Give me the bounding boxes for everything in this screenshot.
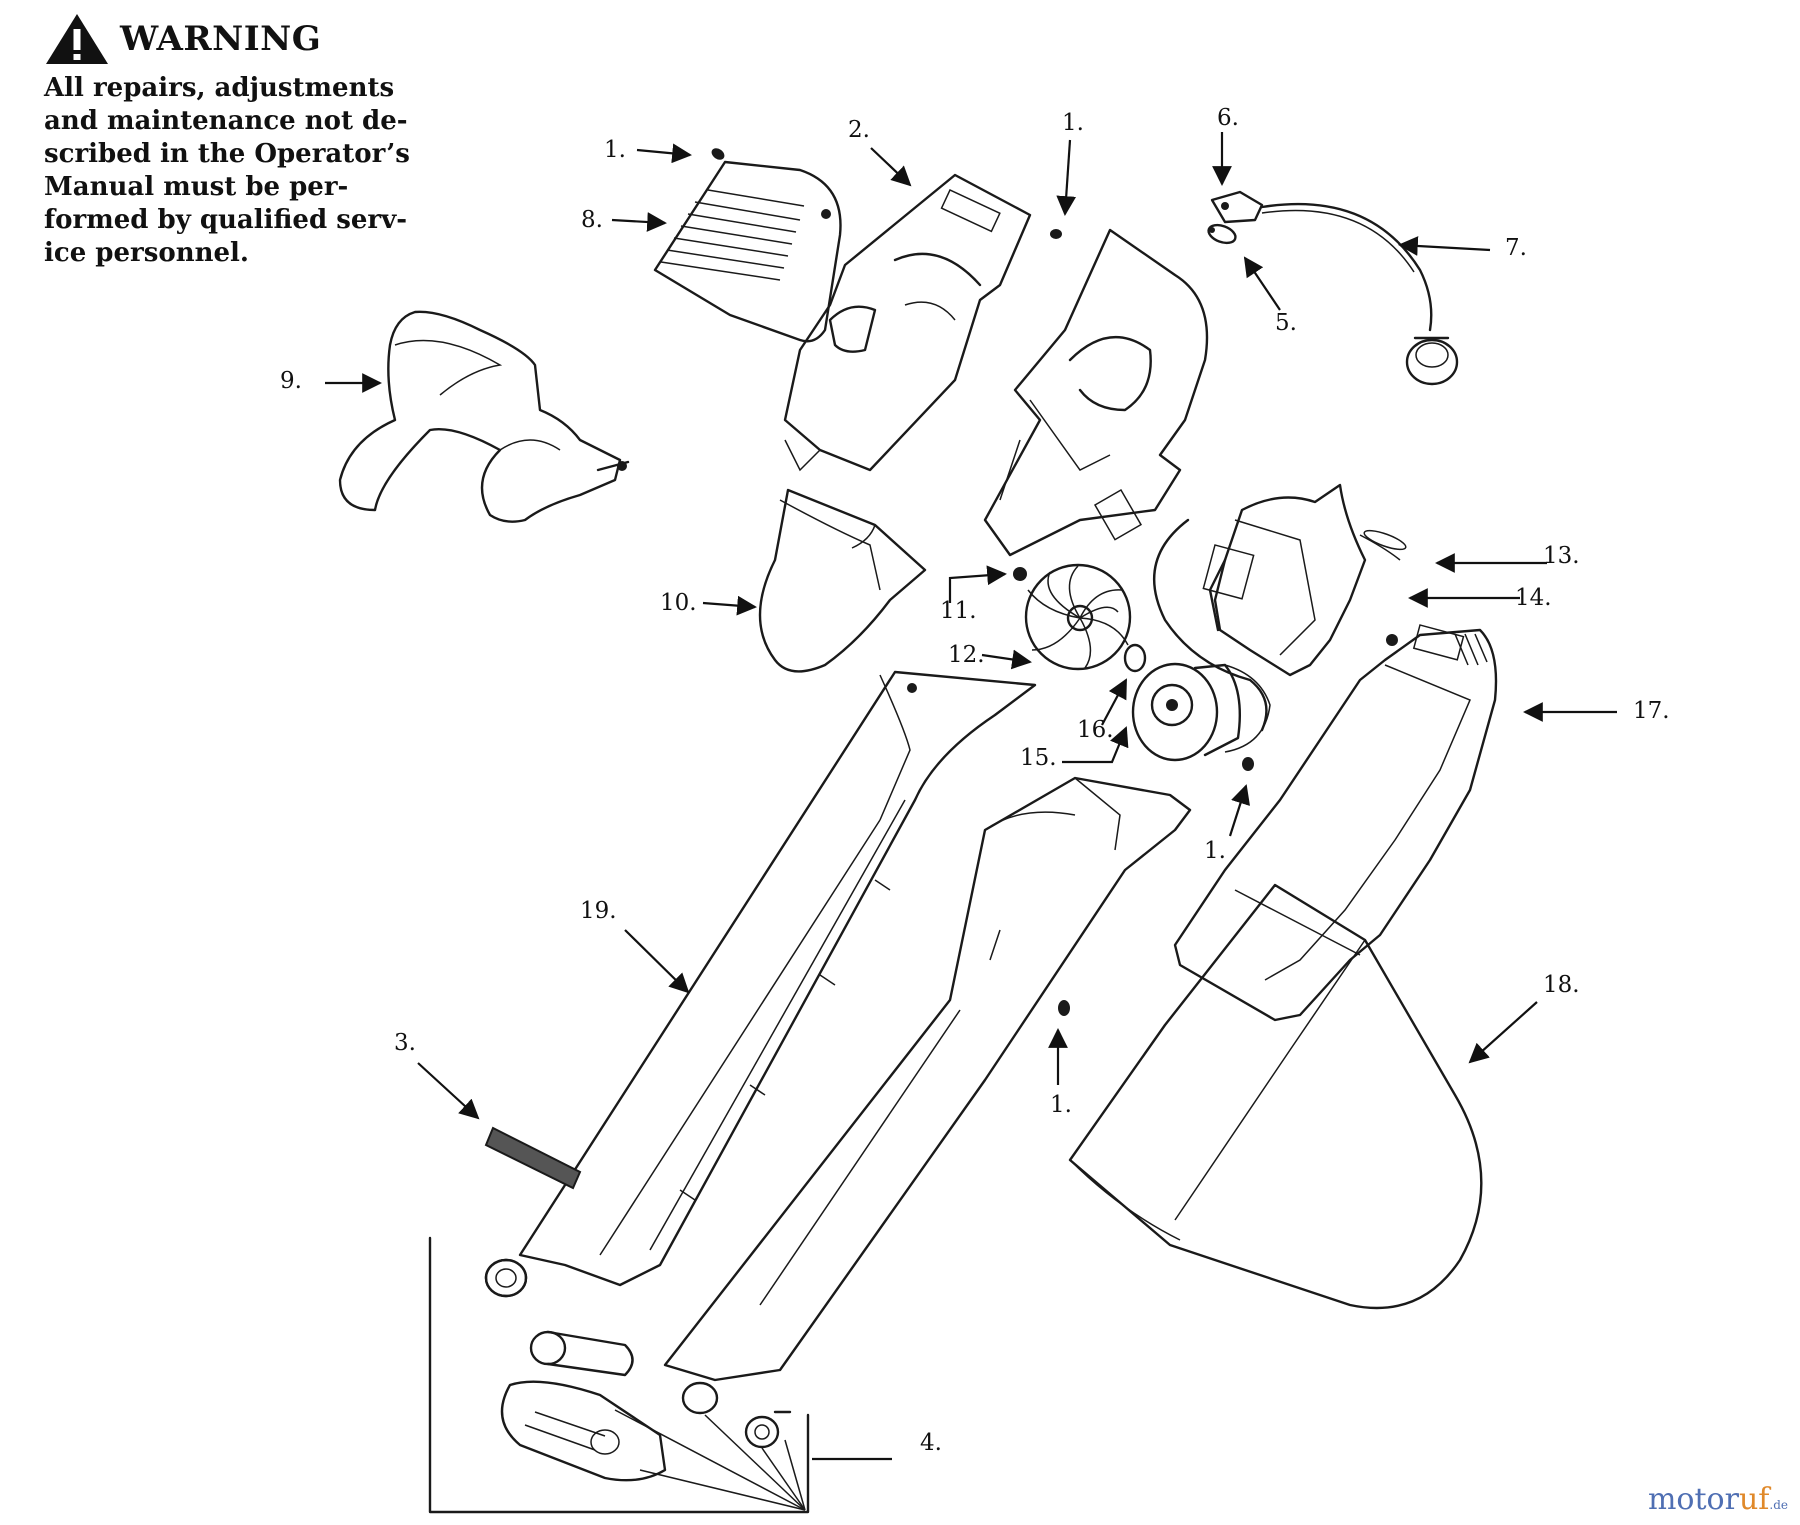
warning-line: scribed in the Operator’s — [44, 139, 410, 169]
part-motor — [1131, 662, 1271, 762]
part-inner-housing — [783, 173, 1032, 472]
part-strain-relief — [1207, 223, 1237, 245]
part-switch-housing — [1202, 483, 1407, 677]
callout-14: 14. — [1515, 585, 1552, 611]
part-wheel-kit — [428, 1236, 810, 1514]
part-washer — [1123, 643, 1147, 673]
callout-12: 12. — [948, 642, 985, 668]
part-bag-frame — [1173, 624, 1498, 1022]
part-housing-half — [983, 228, 1209, 557]
callout-1: 1. — [1050, 1092, 1072, 1118]
callout-19: 19. — [580, 898, 617, 924]
part-screw — [711, 148, 725, 160]
callout-9: 9. — [280, 368, 302, 394]
warning-notice: WARNING All repairs, adjustments and mai… — [44, 12, 444, 270]
brand-suffix: .de — [1769, 1498, 1788, 1512]
callout-6: 6. — [1217, 105, 1239, 131]
callout-4: 4. — [920, 1430, 942, 1456]
part-cord — [1260, 202, 1459, 386]
warning-line: ice personnel. — [44, 238, 249, 268]
warning-title: WARNING — [120, 19, 322, 59]
callout-2: 2. — [848, 117, 870, 143]
callout-5: 5. — [1275, 310, 1297, 336]
warning-line: Manual must be per- — [44, 172, 349, 202]
callout-10: 10. — [660, 590, 697, 616]
warning-header: WARNING — [44, 12, 444, 66]
callout-arrows — [325, 132, 1617, 1461]
part-wire — [1153, 518, 1268, 732]
warning-line: and maintenance not de- — [44, 106, 408, 136]
part-screw — [1058, 1000, 1070, 1016]
callout-13: 13. — [1543, 543, 1580, 569]
brand-accent: uf — [1738, 1482, 1770, 1517]
warning-body: All repairs, adjustments and maintenance… — [44, 72, 436, 270]
part-foam-strip — [484, 1126, 582, 1190]
callout-18: 18. — [1543, 972, 1580, 998]
part-blower-tube-left — [518, 670, 1037, 1287]
brand-name: motor — [1647, 1482, 1739, 1517]
callout-11: 11. — [940, 598, 977, 624]
part-nut — [1013, 567, 1027, 581]
part-screw — [1242, 757, 1254, 771]
callout-1: 1. — [1062, 110, 1084, 136]
callout-7: 7. — [1505, 235, 1527, 261]
part-collection-bag — [1068, 883, 1483, 1310]
callout-15: 15. — [1020, 745, 1057, 771]
warning-triangle-icon — [46, 14, 108, 64]
callout-1: 1. — [604, 137, 626, 163]
callout-3: 3. — [394, 1030, 416, 1056]
part-blower-tube-right — [663, 776, 1192, 1382]
callout-16: 16. — [1077, 717, 1114, 743]
warning-line: All repairs, adjustments — [44, 73, 395, 103]
warning-line: formed by qualified serv- — [44, 205, 407, 235]
brand-watermark: motoruf.de — [1648, 1482, 1788, 1517]
part-screw — [1050, 229, 1062, 239]
part-shoulder-strap — [338, 310, 630, 523]
part-nozzle-cover — [758, 488, 927, 673]
callout-8: 8. — [581, 207, 603, 233]
part-switch — [1210, 190, 1264, 224]
part-impeller — [1024, 563, 1132, 671]
callout-17: 17. — [1633, 698, 1670, 724]
part-grille-cover — [653, 160, 842, 343]
callout-1: 1. — [1204, 838, 1226, 864]
